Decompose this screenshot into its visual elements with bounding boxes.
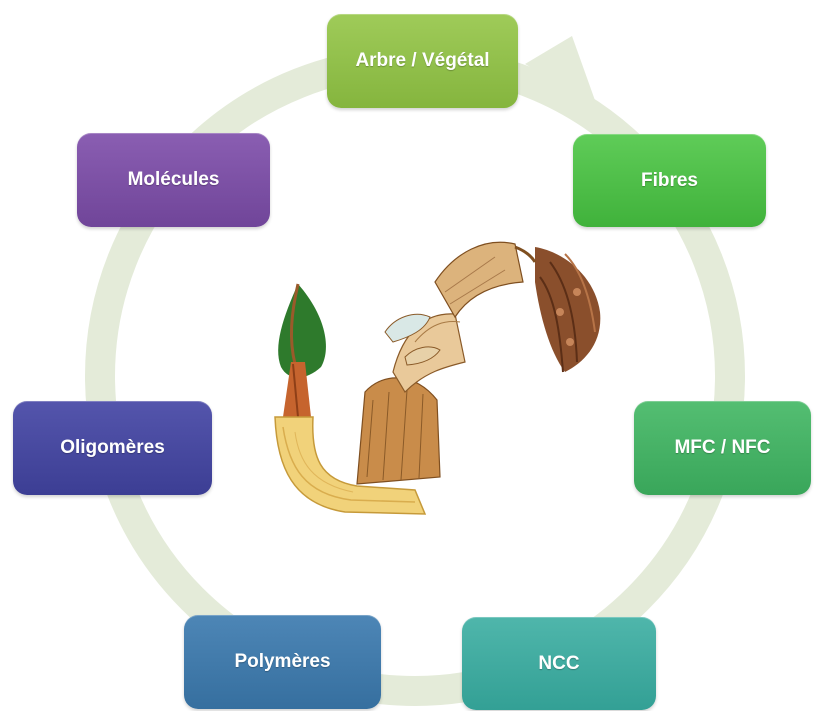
- cycle-arrow-head: [525, 36, 597, 106]
- tree-icon: [278, 283, 326, 418]
- node-mfc-nfc[interactable]: MFC / NFC: [634, 401, 811, 495]
- node-molecules[interactable]: Molécules: [77, 133, 270, 227]
- wood-board-icon: [274, 416, 427, 515]
- wood-fan-icon: [356, 241, 524, 485]
- node-arbre-vegetal[interactable]: Arbre / Végétal: [327, 14, 518, 108]
- node-polymeres[interactable]: Polymères: [184, 615, 381, 709]
- fibre-bundle-icon: [514, 245, 601, 373]
- node-fibres[interactable]: Fibres: [573, 134, 766, 227]
- tree-to-fibre-illustration: [274, 241, 601, 515]
- node-ncc[interactable]: NCC: [462, 617, 656, 710]
- node-oligomeres[interactable]: Oligomères: [13, 401, 212, 495]
